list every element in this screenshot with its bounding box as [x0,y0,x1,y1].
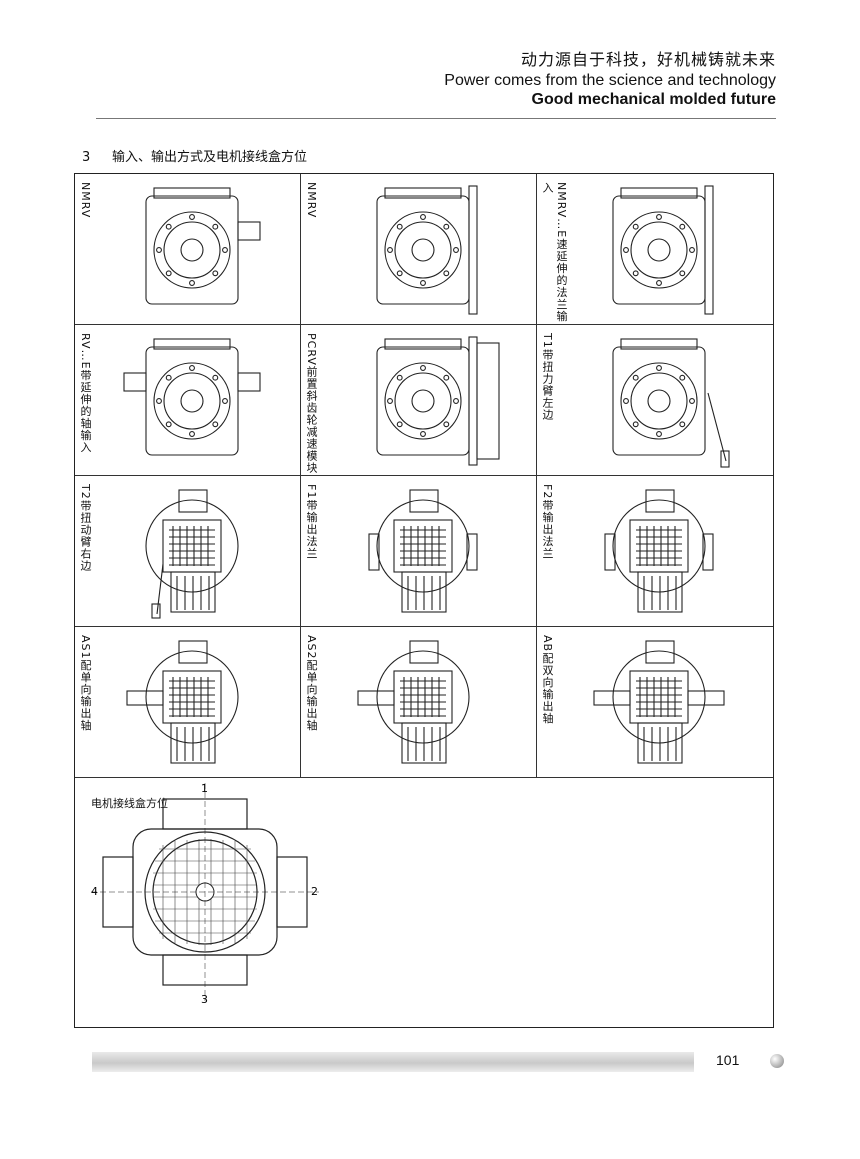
position-4: 4 [91,885,98,898]
section-title: 输入、输出方式及电机接线盒方位 [112,150,308,165]
option-label: F2带输出法兰 [541,484,554,560]
mounting-options-table: NMRV NMRV NMRV…E速延伸的法兰输入 RV…E带延伸的轴输入 PCRV前置斜… [74,173,774,1028]
page-number: 101 [716,1052,740,1068]
option-cell: NMRV…E速延伸的法兰输入 [537,174,773,325]
page-header: 动力源自于科技，好机械铸就未来 Power comes from the sci… [444,46,776,109]
option-label: T1带扭力臂左边 [541,333,554,421]
output-flange-f2-icon [604,489,714,613]
motor-terminal-box-icon: 1 2 3 4 [91,782,319,1006]
option-label: T2带扭动臂右边 [79,484,92,572]
gearbox-flange-icon [376,185,478,315]
option-label: RV…E带延伸的轴输入 [79,333,92,454]
terminal-box-label: 电机接线盒方位 [91,797,168,810]
output-flange-f1-icon [368,489,478,613]
option-cell: F1带输出法兰 [301,476,537,627]
option-label: NMRV [305,182,318,219]
position-3: 3 [201,993,208,1005]
section-number: 3 [82,150,91,165]
torque-arm-right-icon [145,489,239,619]
single-output-shaft-as2-icon [357,640,470,764]
header-divider [96,118,776,119]
option-label: F1带输出法兰 [305,484,318,560]
slogan-english-line2: Good mechanical molded future [531,91,776,108]
option-cell: F2带输出法兰 [537,476,773,627]
option-label: AS1配单向输出轴 [79,635,92,732]
option-cell: AS2配单向输出轴 [301,627,537,778]
position-2: 2 [311,885,318,898]
position-1: 1 [201,782,208,795]
option-cell: RV…E带延伸的轴输入 [75,325,301,476]
section-heading: 3 输入、输出方式及电机接线盒方位 [82,146,307,165]
option-cell: AS1配单向输出轴 [75,627,301,778]
gearbox-front-icon [145,187,261,305]
option-cell: PCRV前置斜齿轮减速模块 [301,325,537,476]
single-output-shaft-as1-icon [126,640,239,764]
option-label: AB配双向输出轴 [541,635,554,725]
option-label: AS2配单向输出轴 [305,635,318,732]
torque-arm-left-icon [612,338,730,468]
gearbox-helical-module-icon [376,336,500,466]
gearbox-shaft-input-icon [123,338,261,456]
option-cell: AB配双向输出轴 [537,627,773,778]
page-ball-icon [770,1054,784,1068]
option-cell: NMRV [75,174,301,325]
slogan-chinese: 动力源自于科技，好机械铸就未来 [520,50,776,69]
slogan-english-line1: Power comes from the science and technol… [444,72,776,89]
option-label: NMRV [79,182,92,219]
gearbox-flange-extended-icon [612,185,714,315]
option-label: NMRV…E速延伸的法兰输入 [541,182,568,323]
double-output-shaft-icon [593,640,725,764]
option-cell: T1带扭力臂左边 [537,325,773,476]
option-cell: NMRV [301,174,537,325]
footer-bar [92,1052,694,1072]
option-cell: T2带扭动臂右边 [75,476,301,627]
option-label: PCRV前置斜齿轮减速模块 [305,333,318,474]
terminal-box-cell: 电机接线盒方位 1 2 3 4 [75,779,773,1027]
